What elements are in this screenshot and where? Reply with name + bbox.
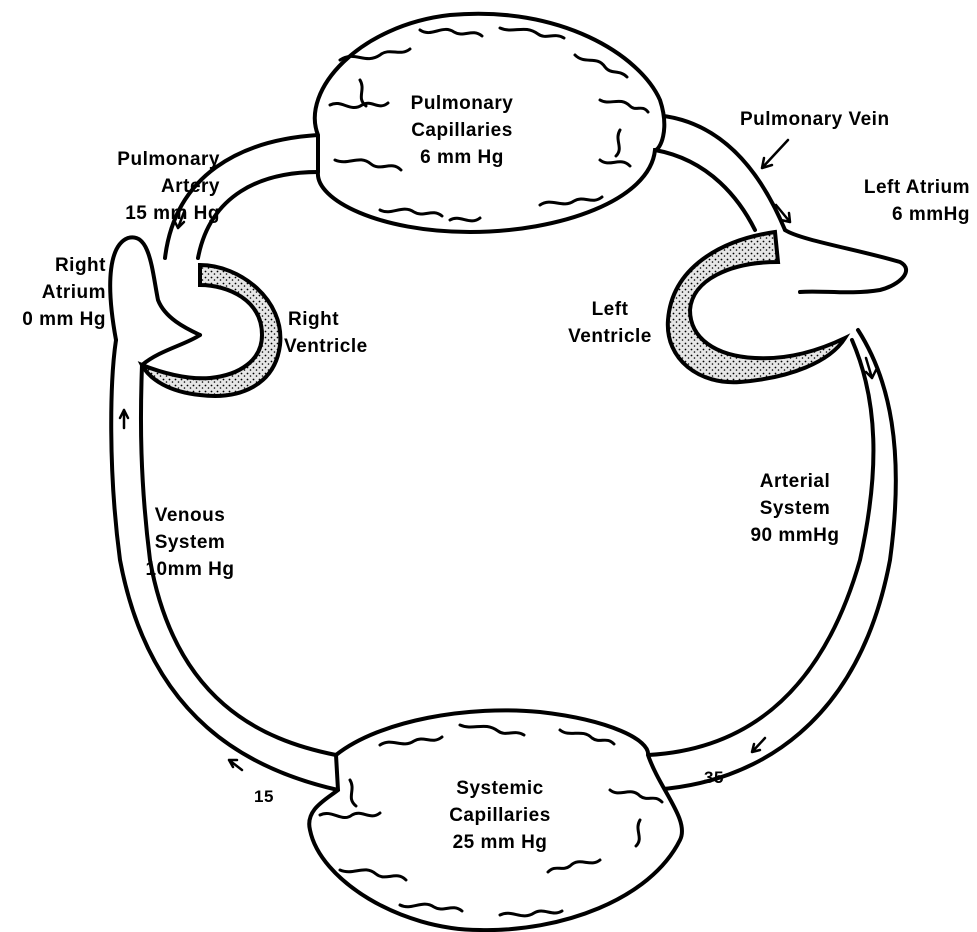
arterial-system-title-2: System xyxy=(730,495,860,522)
arterial-system-label: Arterial System 90 mmHg xyxy=(730,468,860,549)
venous-system-title-2: System xyxy=(130,529,250,556)
right-ventricle-wall xyxy=(142,265,280,396)
pulmonary-artery-title-2: Artery xyxy=(60,173,220,200)
venous-system-pressure: 10mm Hg xyxy=(130,556,250,583)
right-atrium-label: Right Atrium 0 mm Hg xyxy=(0,252,106,333)
left-atrium-outline xyxy=(785,230,906,292)
pulmonary-capillaries-label: Pulmonary Capillaries 6 mm Hg xyxy=(388,90,536,171)
arterial-end-pressure: 35 xyxy=(704,764,724,791)
venous-end-pressure-value: 15 xyxy=(254,783,274,810)
right-ventricle-label: Right Ventricle xyxy=(284,306,368,360)
right-ventricle-title-2: Ventricle xyxy=(284,333,368,360)
pulmonary-artery-title-1: Pulmonary xyxy=(60,146,220,173)
right-atrium-pressure: 0 mm Hg xyxy=(0,306,106,333)
pulmonary-capillaries-pressure: 6 mm Hg xyxy=(388,144,536,171)
pulmonary-artery-label: Pulmonary Artery 15 mm Hg xyxy=(60,146,220,227)
arterial-system-pressure: 90 mmHg xyxy=(730,522,860,549)
left-ventricle-title-2: Ventricle xyxy=(560,323,660,350)
left-ventricle-wall xyxy=(668,232,845,382)
left-atrium-pressure: 6 mmHg xyxy=(800,201,970,228)
left-ventricle-label: Left Ventricle xyxy=(560,296,660,350)
left-ventricle-title-1: Left xyxy=(560,296,660,323)
pulmonary-vein-label: Pulmonary Vein xyxy=(740,106,890,133)
pulmonary-capillaries-title-1: Pulmonary xyxy=(388,90,536,117)
venous-end-pressure: 15 xyxy=(254,783,274,810)
arterial-end-pressure-value: 35 xyxy=(704,764,724,791)
right-atrium-title-1: Right xyxy=(0,252,106,279)
venous-system-label: Venous System 10mm Hg xyxy=(130,502,250,583)
arrow-pulmonary-vein-pointer xyxy=(762,140,788,168)
pulmonary-artery-pressure: 15 mm Hg xyxy=(60,200,220,227)
left-atrium-title: Left Atrium xyxy=(800,174,970,201)
systemic-capillaries-title-1: Systemic xyxy=(420,775,580,802)
venous-system-title-1: Venous xyxy=(130,502,250,529)
right-atrium-inner xyxy=(142,335,200,365)
pulmonary-vein-text: Pulmonary Vein xyxy=(740,106,890,133)
systemic-capillaries-label: Systemic Capillaries 25 mm Hg xyxy=(420,775,580,856)
pulmonary-capillaries-title-2: Capillaries xyxy=(388,117,536,144)
right-atrium-title-2: Atrium xyxy=(0,279,106,306)
pulmonary-vein-lower xyxy=(655,150,755,230)
arrow-arterial-bottom xyxy=(752,738,765,752)
arterial-system-title-1: Arterial xyxy=(730,468,860,495)
arrow-venous-bottom xyxy=(229,760,242,770)
right-ventricle-title-1: Right xyxy=(284,306,368,333)
arrow-venous-up xyxy=(120,410,128,428)
left-atrium-label: Left Atrium 6 mmHg xyxy=(800,174,970,228)
systemic-capillaries-title-2: Capillaries xyxy=(420,802,580,829)
systemic-capillaries-pressure: 25 mm Hg xyxy=(420,829,580,856)
right-atrium-outline xyxy=(110,237,200,340)
